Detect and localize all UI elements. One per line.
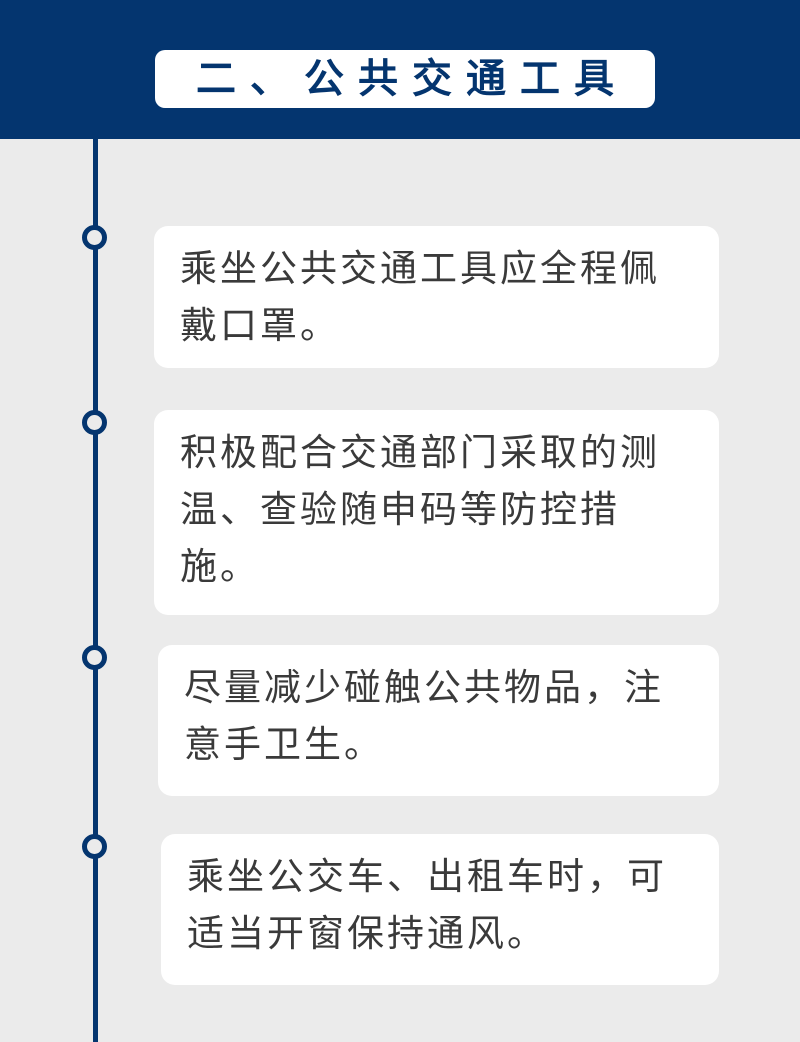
section-title: 二、公共交通工具 [196,55,628,102]
timeline-dot [82,225,107,250]
tip-card: 乘坐公共交通工具应全程佩戴口罩。 [154,226,719,368]
timeline-dot [82,645,107,670]
tip-text: 乘坐公共交通工具应全程佩戴口罩。 [180,247,660,347]
tip-text: 积极配合交通部门采取的测温、查验随申码等防控措施。 [180,431,660,588]
title-pill: 二、公共交通工具 [155,50,655,108]
tip-card: 尽量减少碰触公共物品，注意手卫生。 [158,645,719,796]
tip-text: 尽量减少碰触公共物品，注意手卫生。 [184,666,664,766]
tip-text: 乘坐公交车、出租车时，可适当开窗保持通风。 [187,855,667,955]
header-banner: 二、公共交通工具 [0,0,800,139]
tip-card: 积极配合交通部门采取的测温、查验随申码等防控措施。 [154,410,719,615]
tip-card: 乘坐公交车、出租车时，可适当开窗保持通风。 [161,834,719,985]
timeline-dot [82,834,107,859]
timeline-dot [82,410,107,435]
timeline-line [93,139,98,1042]
